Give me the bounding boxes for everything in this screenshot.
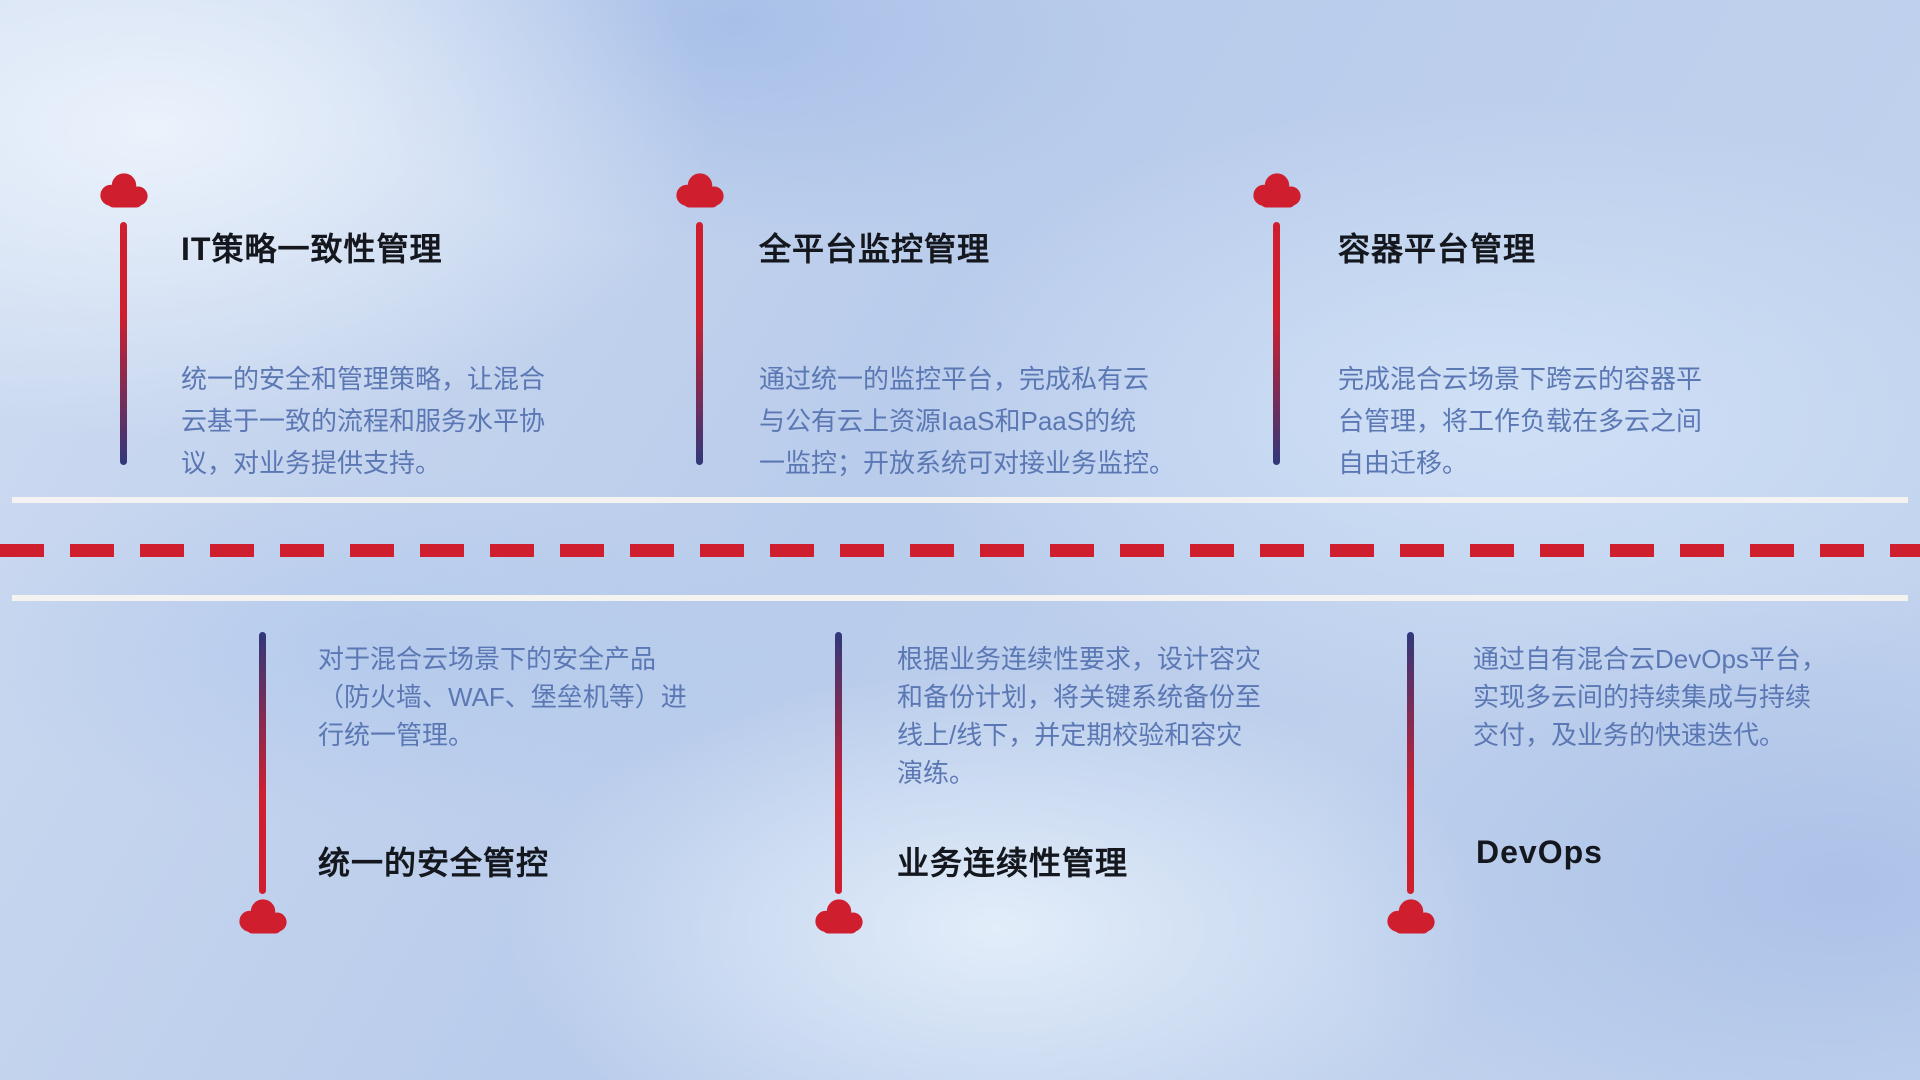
- connector-line: [120, 222, 127, 465]
- cloud-icon-shape: [239, 899, 287, 934]
- cloud-icon: [811, 896, 867, 936]
- road-edge-top-line: [12, 497, 1908, 503]
- cloud-icon-shape: [676, 173, 724, 208]
- connector-line: [1407, 632, 1414, 894]
- item-description: 通过统一的监控平台，完成私有云 与公有云上资源IaaS和PaaS的统 一监控；开…: [759, 364, 1176, 478]
- item-description: 完成混合云场景下跨云的容器平 台管理，将工作负载在多云之间 自由迁移。: [1338, 364, 1703, 478]
- cloud-icon: [235, 896, 291, 936]
- connector-line: [259, 632, 266, 894]
- connector-line: [1273, 222, 1280, 465]
- cloud-icon-shape: [1387, 899, 1435, 934]
- cloud-icon: [1383, 896, 1439, 936]
- connector-line: [835, 632, 842, 894]
- item-title: DevOps: [1476, 834, 1603, 870]
- cloud-icon-shape: [815, 899, 863, 934]
- item-description: 统一的安全和管理策略，让混合 云基于一致的流程和服务水平协 议，对业务提供支持。: [181, 364, 546, 478]
- connector-line: [696, 222, 703, 465]
- item-title: 统一的安全管控: [318, 845, 550, 881]
- cloud-icon-shape: [1253, 173, 1301, 208]
- cloud-icon: [1249, 170, 1305, 210]
- item-description: 根据业务连续性要求，设计容灾 和备份计划，将关键系统备份至 线上/线下，并定期校…: [897, 644, 1262, 788]
- cloud-icon-shape: [100, 173, 148, 208]
- item-title: IT策略一致性管理: [181, 231, 443, 267]
- item-description: 对于混合云场景下的安全产品 （防火墙、WAF、堡垒机等）进 行统一管理。: [318, 644, 687, 750]
- item-title: 业务连续性管理: [897, 845, 1129, 881]
- item-title: 容器平台管理: [1338, 231, 1537, 267]
- road-dashed-centerline: [0, 544, 1920, 557]
- item-description: 通过自有混合云DevOps平台， 实现多云间的持续集成与持续 交付，及业务的快速…: [1473, 644, 1827, 750]
- cloud-icon: [96, 170, 152, 210]
- road-edge-bottom-line: [12, 595, 1908, 601]
- cloud-icon: [672, 170, 728, 210]
- item-title: 全平台监控管理: [759, 231, 991, 267]
